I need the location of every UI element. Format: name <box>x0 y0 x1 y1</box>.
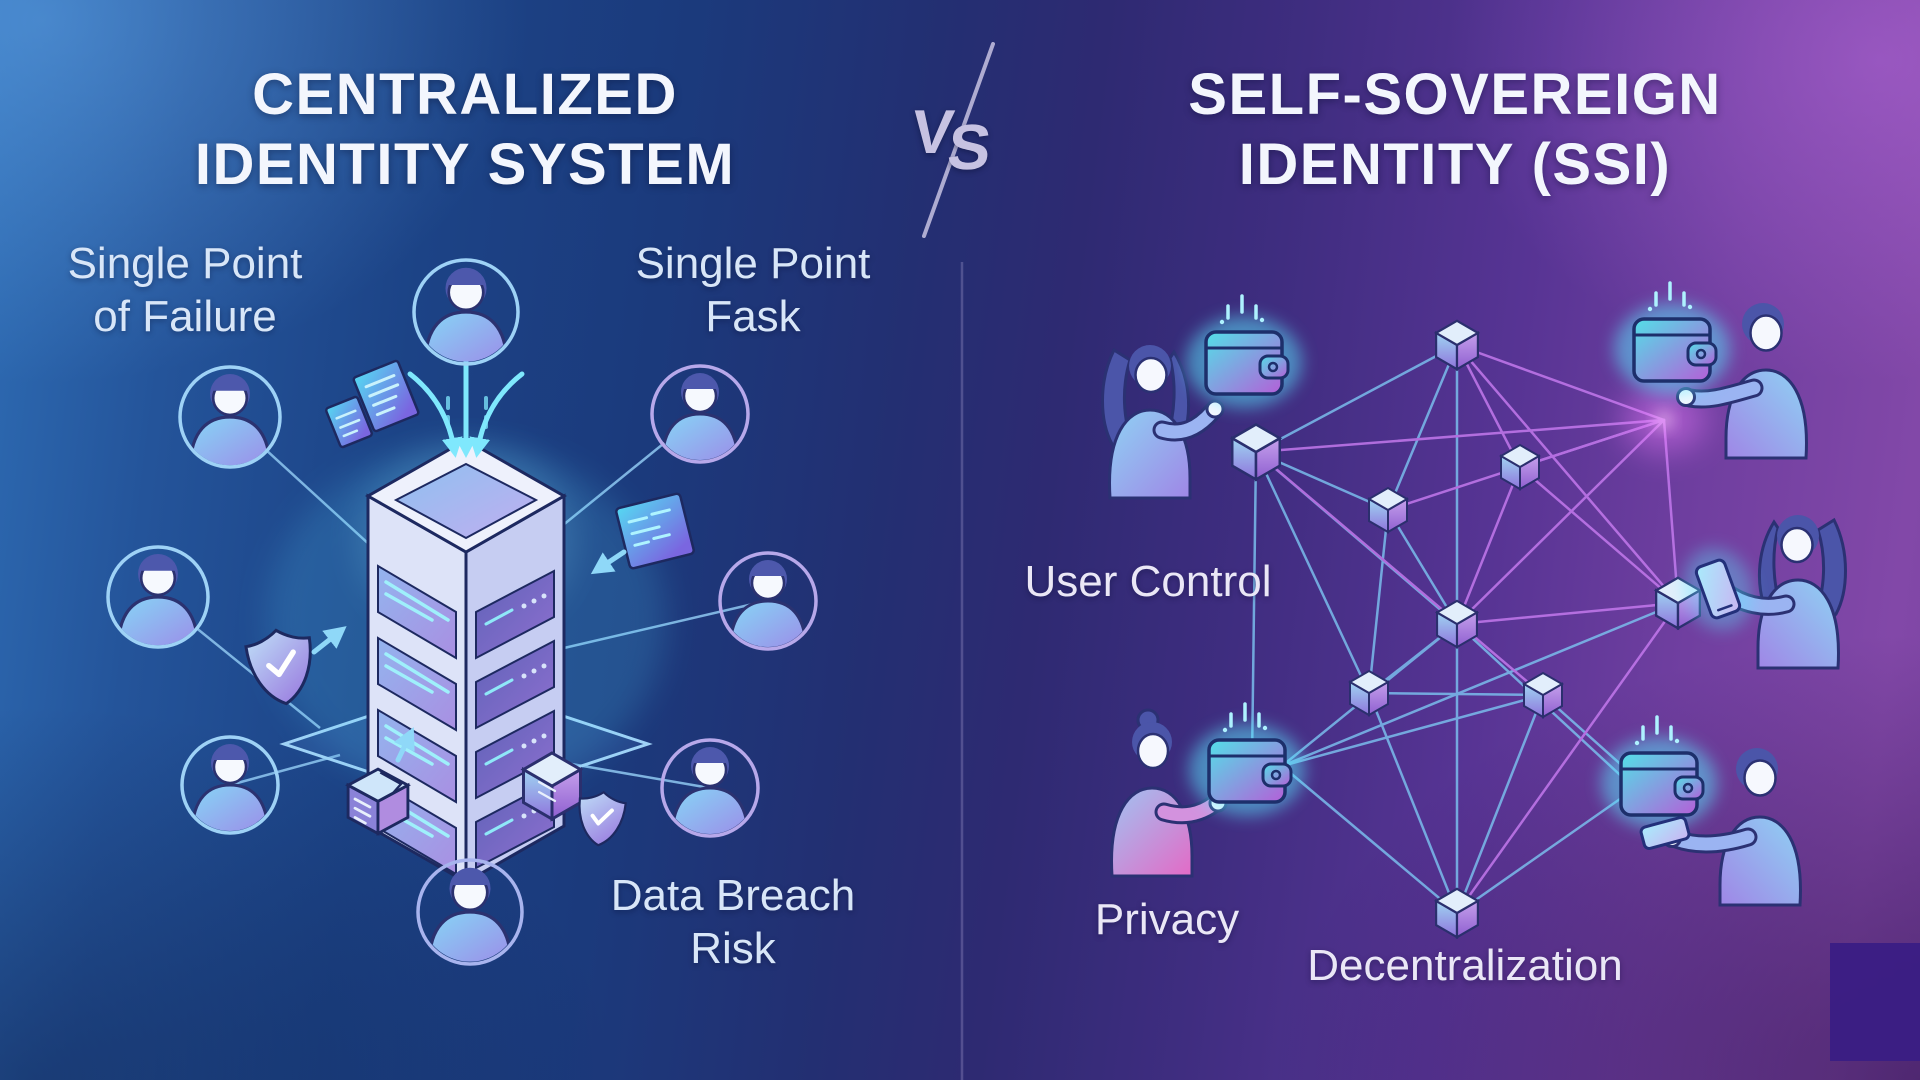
vs-slash <box>922 42 995 238</box>
label-line: Risk <box>690 923 776 973</box>
person-man-topright <box>1676 303 1808 460</box>
user-avatars <box>106 258 818 966</box>
label-user-control: User Control <box>988 556 1308 609</box>
smartphone-icon-bottomright <box>1639 816 1691 850</box>
label-line: Single Point <box>67 239 303 288</box>
wallet-icon-bottomright <box>1601 717 1717 829</box>
person-woman-topleft <box>1101 345 1225 500</box>
wallet-icon-bottomleft <box>1189 704 1305 816</box>
right-title-line1: SELF-SOVEREIGN <box>1188 62 1722 127</box>
label-line: Fask <box>705 291 801 341</box>
label-line: User Control <box>1024 557 1272 606</box>
wallet-icon-topright <box>1614 283 1730 395</box>
left-arrow-icon <box>590 549 627 575</box>
label-single-point-fask: Single Point Fask <box>598 238 908 344</box>
document-cards-icon <box>325 359 420 449</box>
left-title-line2: IDENTITY SYSTEM <box>194 131 736 197</box>
center-divider <box>922 42 995 1080</box>
wallet-icon-topleft <box>1186 296 1302 408</box>
label-data-breach-risk: Data Breach Risk <box>578 870 888 976</box>
left-diagram <box>106 258 818 966</box>
label-line: Data Breach <box>610 871 856 920</box>
shield-check-icon <box>244 626 347 708</box>
vs-badge: VS <box>908 94 996 183</box>
label-line: Decentralization <box>1307 941 1623 990</box>
label-line: Single Point <box>635 239 871 288</box>
right-panel-title: SELF-SOVEREIGN IDENTITY (SSI) <box>1135 60 1775 199</box>
label-line: of Failure <box>93 291 277 341</box>
cube-shield-icon <box>522 751 629 850</box>
right-diagram <box>1101 283 1847 939</box>
package-box-icon <box>345 727 415 836</box>
label-single-point-of-failure: Single Point of Failure <box>30 238 340 344</box>
data-card-icon <box>590 492 695 575</box>
smartphone-icon-midright <box>1682 547 1754 631</box>
label-privacy: Privacy <box>1007 894 1327 947</box>
left-title-line1: CENTRALIZED <box>252 62 678 127</box>
label-decentralization: Decentralization <box>1265 940 1665 993</box>
corner-accent-rectangle <box>1830 943 1920 1061</box>
left-panel-title: CENTRALIZED IDENTITY SYSTEM <box>145 60 785 199</box>
down-arrows-icon <box>407 349 525 458</box>
vs-letter-s: S <box>944 111 995 183</box>
avatar-ring <box>412 258 520 366</box>
label-line: Privacy <box>1094 895 1240 944</box>
right-title-line2: IDENTITY (SSI) <box>1238 131 1672 197</box>
